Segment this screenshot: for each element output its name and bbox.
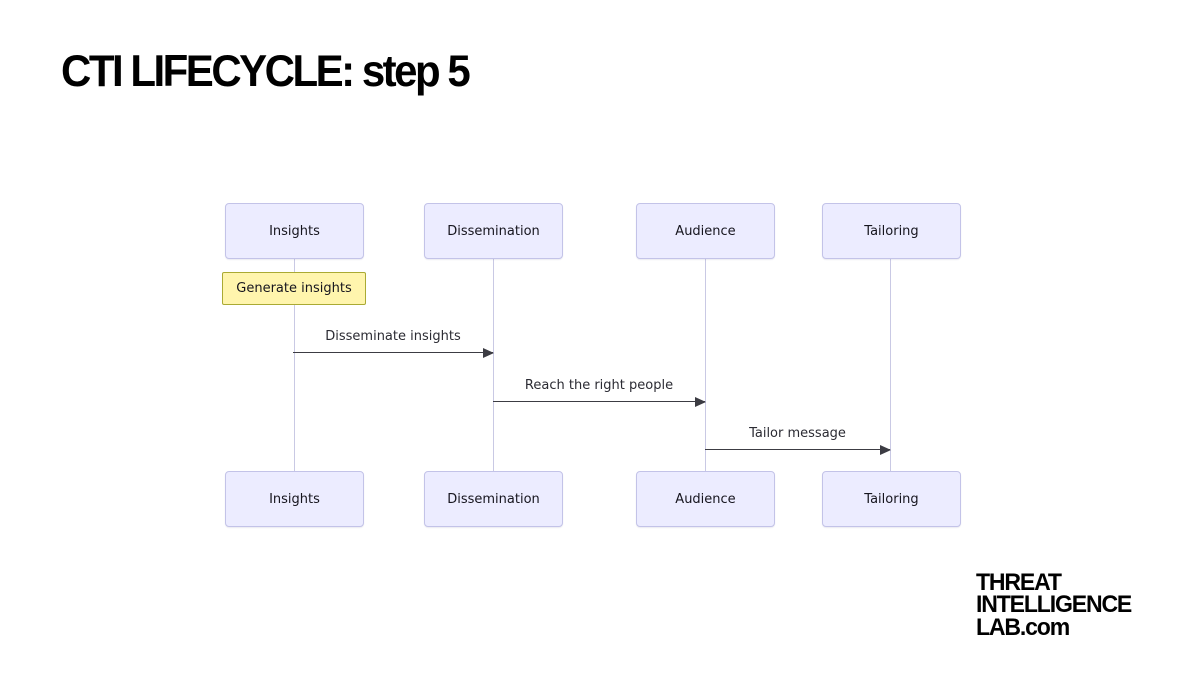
actor-box-tailoring-bottom: Tailoring: [822, 471, 961, 527]
actor-box-dissemination-bottom: Dissemination: [424, 471, 563, 527]
arrowhead-right-icon: [695, 397, 706, 407]
message-reach-the-right-people: Reach the right people: [493, 372, 706, 407]
message-label: Tailor message: [749, 426, 846, 441]
lifeline-audience: [705, 259, 706, 471]
actor-label: Dissemination: [447, 491, 540, 507]
actor-box-insights-top: Insights: [225, 203, 364, 259]
note-generate-insights: Generate insights: [222, 272, 366, 305]
actor-box-tailoring-top: Tailoring: [822, 203, 961, 259]
arrowhead-right-icon: [880, 445, 891, 455]
page-title: CTI LIFECYCLE: step 5: [61, 46, 471, 96]
message-line: [493, 401, 705, 402]
logo-line-lab-com: LAB.com: [976, 613, 1070, 641]
actor-box-audience-top: Audience: [636, 203, 775, 259]
lifeline-tailoring: [890, 259, 891, 471]
message-line: [293, 352, 493, 353]
message-label: Disseminate insights: [325, 329, 461, 344]
lifeline-dissemination: [493, 259, 494, 471]
logo-line-threat: THREAT: [976, 569, 1062, 596]
logo-line-intelligence: INTELLIGENCE: [976, 591, 1132, 619]
actor-label: Tailoring: [864, 491, 919, 507]
actor-box-audience-bottom: Audience: [636, 471, 775, 527]
message-tailor-message: Tailor message: [705, 420, 891, 455]
actor-label: Tailoring: [864, 223, 919, 239]
actor-label: Audience: [675, 491, 736, 507]
brand-logo: THREAT INTELLIGENCE LAB.com: [976, 569, 1132, 641]
actor-label: Audience: [675, 223, 736, 239]
arrowhead-right-icon: [483, 348, 494, 358]
actor-label: Dissemination: [447, 223, 540, 239]
actor-label: Insights: [269, 223, 320, 239]
message-disseminate-insights: Disseminate insights: [293, 323, 494, 358]
message-label: Reach the right people: [524, 378, 674, 393]
lifeline-insights: [294, 259, 295, 471]
actor-label: Insights: [269, 491, 320, 507]
actor-box-dissemination-top: Dissemination: [424, 203, 563, 259]
actor-box-insights-bottom: Insights: [225, 471, 364, 527]
note-label: Generate insights: [236, 281, 352, 296]
message-line: [705, 449, 890, 450]
